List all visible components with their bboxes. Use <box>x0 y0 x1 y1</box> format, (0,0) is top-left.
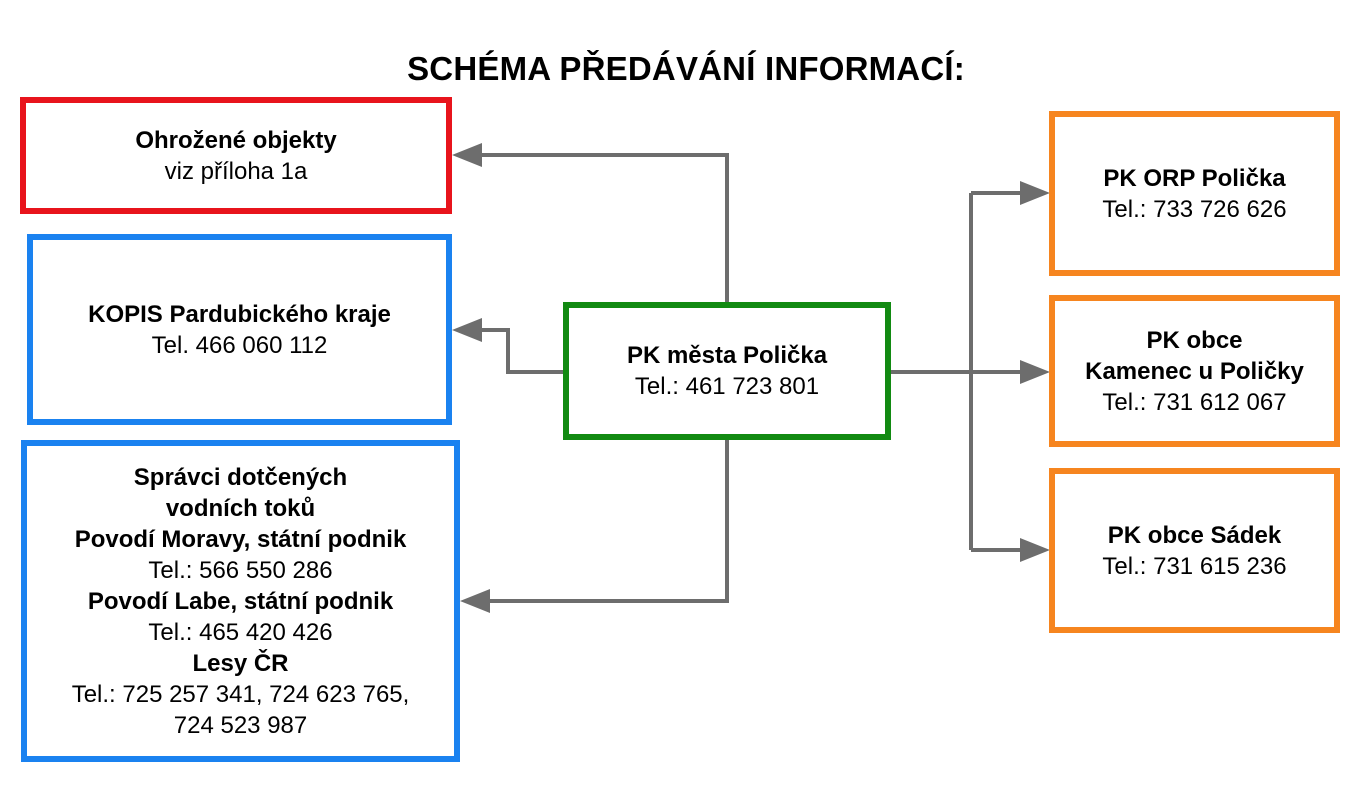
kopis-name: KOPIS Pardubického kraje <box>88 300 391 328</box>
labe-phone: Tel.: 465 420 426 <box>148 618 333 646</box>
arrowhead-to-kopis <box>452 318 482 342</box>
kamenec-name-line1: PK obce <box>1146 326 1243 354</box>
center-phone: Tel.: 461 723 801 <box>634 373 820 400</box>
managers-heading-line1: Správci dotčených <box>133 463 348 491</box>
arrowhead-to-sadek <box>1020 538 1050 562</box>
managers-heading-line2: vodních toků <box>165 494 316 522</box>
kopis-phone: Tel. 466 060 112 <box>151 331 328 359</box>
threatened-note: viz příloha 1a <box>164 157 308 185</box>
orp-phone: Tel.: 733 726 626 <box>1102 195 1287 223</box>
box-threatened-objects: Ohrožené objekty viz příloha 1a <box>20 97 452 214</box>
arrowhead-to-orp <box>1020 181 1050 205</box>
lesy-phone-line1: Tel.: 725 257 341, 724 623 765, <box>71 680 410 708</box>
connector-to-managers <box>486 438 729 603</box>
threatened-name: Ohrožené objekty <box>135 126 337 154</box>
center-name: PK města Polička <box>626 342 828 369</box>
box-center-policka: PK města Polička Tel.: 461 723 801 <box>563 302 891 440</box>
box-water-managers: Správci dotčených vodních toků Povodí Mo… <box>21 440 460 762</box>
arrowhead-to-kamenec <box>1020 360 1050 384</box>
morava-name: Povodí Moravy, státní podnik <box>74 525 407 553</box>
sadek-name: PK obce Sádek <box>1107 521 1282 549</box>
lesy-name: Lesy ČR <box>192 649 289 677</box>
lesy-phone-line2: 724 523 987 <box>173 711 308 739</box>
kamenec-name-line2: Kamenec u Poličky <box>1085 357 1304 385</box>
connector-to-threatened <box>478 153 729 305</box>
labe-name: Povodí Labe, státní podnik <box>87 587 394 615</box>
box-kopis: KOPIS Pardubického kraje Tel. 466 060 11… <box>27 234 452 425</box>
sadek-phone: Tel.: 731 615 236 <box>1102 552 1287 580</box>
box-sadek: PK obce Sádek Tel.: 731 615 236 <box>1049 468 1340 633</box>
morava-phone: Tel.: 566 550 286 <box>148 556 333 584</box>
arrowhead-to-threatened <box>452 143 482 167</box>
diagram-title: SCHÉMA PŘEDÁVÁNÍ INFORMACÍ: <box>407 50 965 87</box>
box-kamenec: PK obce Kamenec u Poličky Tel.: 731 612 … <box>1049 295 1340 447</box>
orp-name: PK ORP Polička <box>1103 164 1286 192</box>
connector-to-kopis <box>478 328 566 374</box>
arrowhead-to-managers <box>460 589 490 613</box>
box-orp-policka: PK ORP Polička Tel.: 733 726 626 <box>1049 111 1340 276</box>
kamenec-phone: Tel.: 731 612 067 <box>1102 388 1287 416</box>
